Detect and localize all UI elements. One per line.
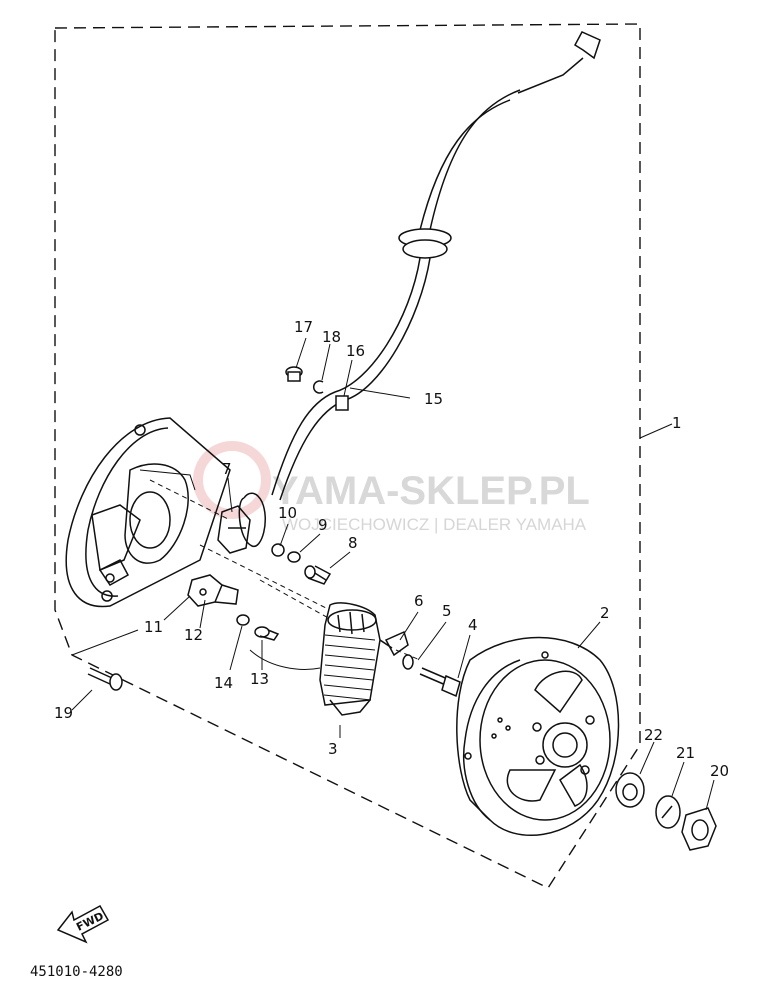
label-9: 9 xyxy=(318,516,328,534)
washer-10 xyxy=(271,543,285,557)
bolt-4 xyxy=(419,667,461,698)
wire-harness-15 xyxy=(271,31,601,501)
label-17: 17 xyxy=(294,318,313,336)
washer-5 xyxy=(402,654,414,670)
screw-8 xyxy=(304,565,332,585)
screw-13 xyxy=(254,626,280,641)
lock-washer-21 xyxy=(655,795,681,829)
washer-9 xyxy=(287,551,301,563)
label-3: 3 xyxy=(328,740,338,758)
nut-20 xyxy=(681,807,717,851)
watermark: YAMA-SKLEP.PL WOJCIECHOWICZ | DEALER YAM… xyxy=(193,441,590,534)
ignition-coil-3 xyxy=(249,602,393,716)
fwd-arrow-icon xyxy=(56,904,110,944)
clip-6 xyxy=(384,630,409,657)
washer-14 xyxy=(236,614,250,626)
watermark-sub: WOJCIECHOWICZ | DEALER YAMAHA xyxy=(282,515,587,534)
label-10: 10 xyxy=(278,504,297,522)
flywheel-rotor-2 xyxy=(456,636,620,837)
screw-17 xyxy=(285,366,303,382)
label-20: 20 xyxy=(710,762,729,780)
part-labels: 1 2 3 4 5 6 7 8 9 10 11 12 13 14 15 16 1… xyxy=(54,318,729,780)
wire-connector xyxy=(574,31,601,60)
label-6: 6 xyxy=(414,592,424,610)
label-19: 19 xyxy=(54,704,73,722)
assembly-boundary xyxy=(54,23,641,889)
label-2: 2 xyxy=(600,604,610,622)
stator-base-plate xyxy=(65,417,231,608)
label-18: 18 xyxy=(322,328,341,346)
leader-lines xyxy=(71,337,715,811)
fwd-direction-arrow: FWD xyxy=(56,904,110,944)
label-15: 15 xyxy=(424,390,443,408)
component-12 xyxy=(187,574,239,607)
label-16: 16 xyxy=(346,342,365,360)
label-22: 22 xyxy=(644,726,663,744)
label-11: 11 xyxy=(144,618,163,636)
pickup-coil-7 xyxy=(217,492,285,557)
label-7: 7 xyxy=(222,460,232,478)
label-8: 8 xyxy=(348,534,358,552)
watermark-main: YAMA-SKLEP.PL xyxy=(272,469,590,513)
label-5: 5 xyxy=(442,602,452,620)
label-4: 4 xyxy=(468,616,478,634)
label-13: 13 xyxy=(250,670,269,688)
diagram-code: 451010-4280 xyxy=(30,964,123,980)
screw-19 xyxy=(87,667,123,691)
label-12: 12 xyxy=(184,626,203,644)
washer-22 xyxy=(615,772,645,808)
label-21: 21 xyxy=(676,744,695,762)
label-14: 14 xyxy=(214,674,233,692)
wire-clamp-16 xyxy=(335,395,349,411)
clip-18 xyxy=(313,380,324,394)
watermark-logo xyxy=(193,441,271,519)
label-1: 1 xyxy=(672,414,682,432)
